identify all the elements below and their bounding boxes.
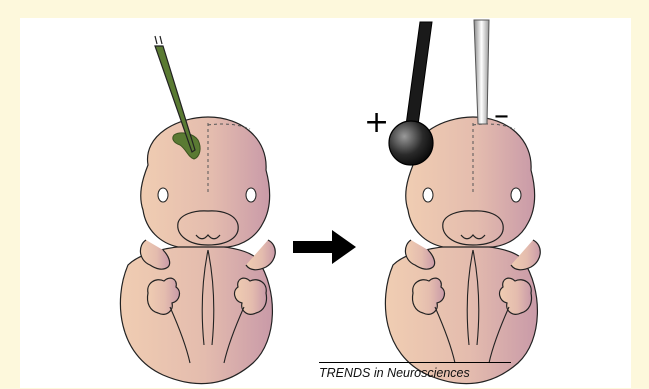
negative-sign: – — [494, 101, 509, 131]
arrow-right-icon — [293, 230, 356, 264]
figure-caption: TRENDS in Neurosciences — [319, 362, 511, 380]
pup-injection — [120, 117, 275, 384]
positive-sign: + — [364, 108, 389, 138]
positive-electrode-icon — [389, 22, 433, 165]
negative-electrode-icon — [474, 20, 489, 124]
